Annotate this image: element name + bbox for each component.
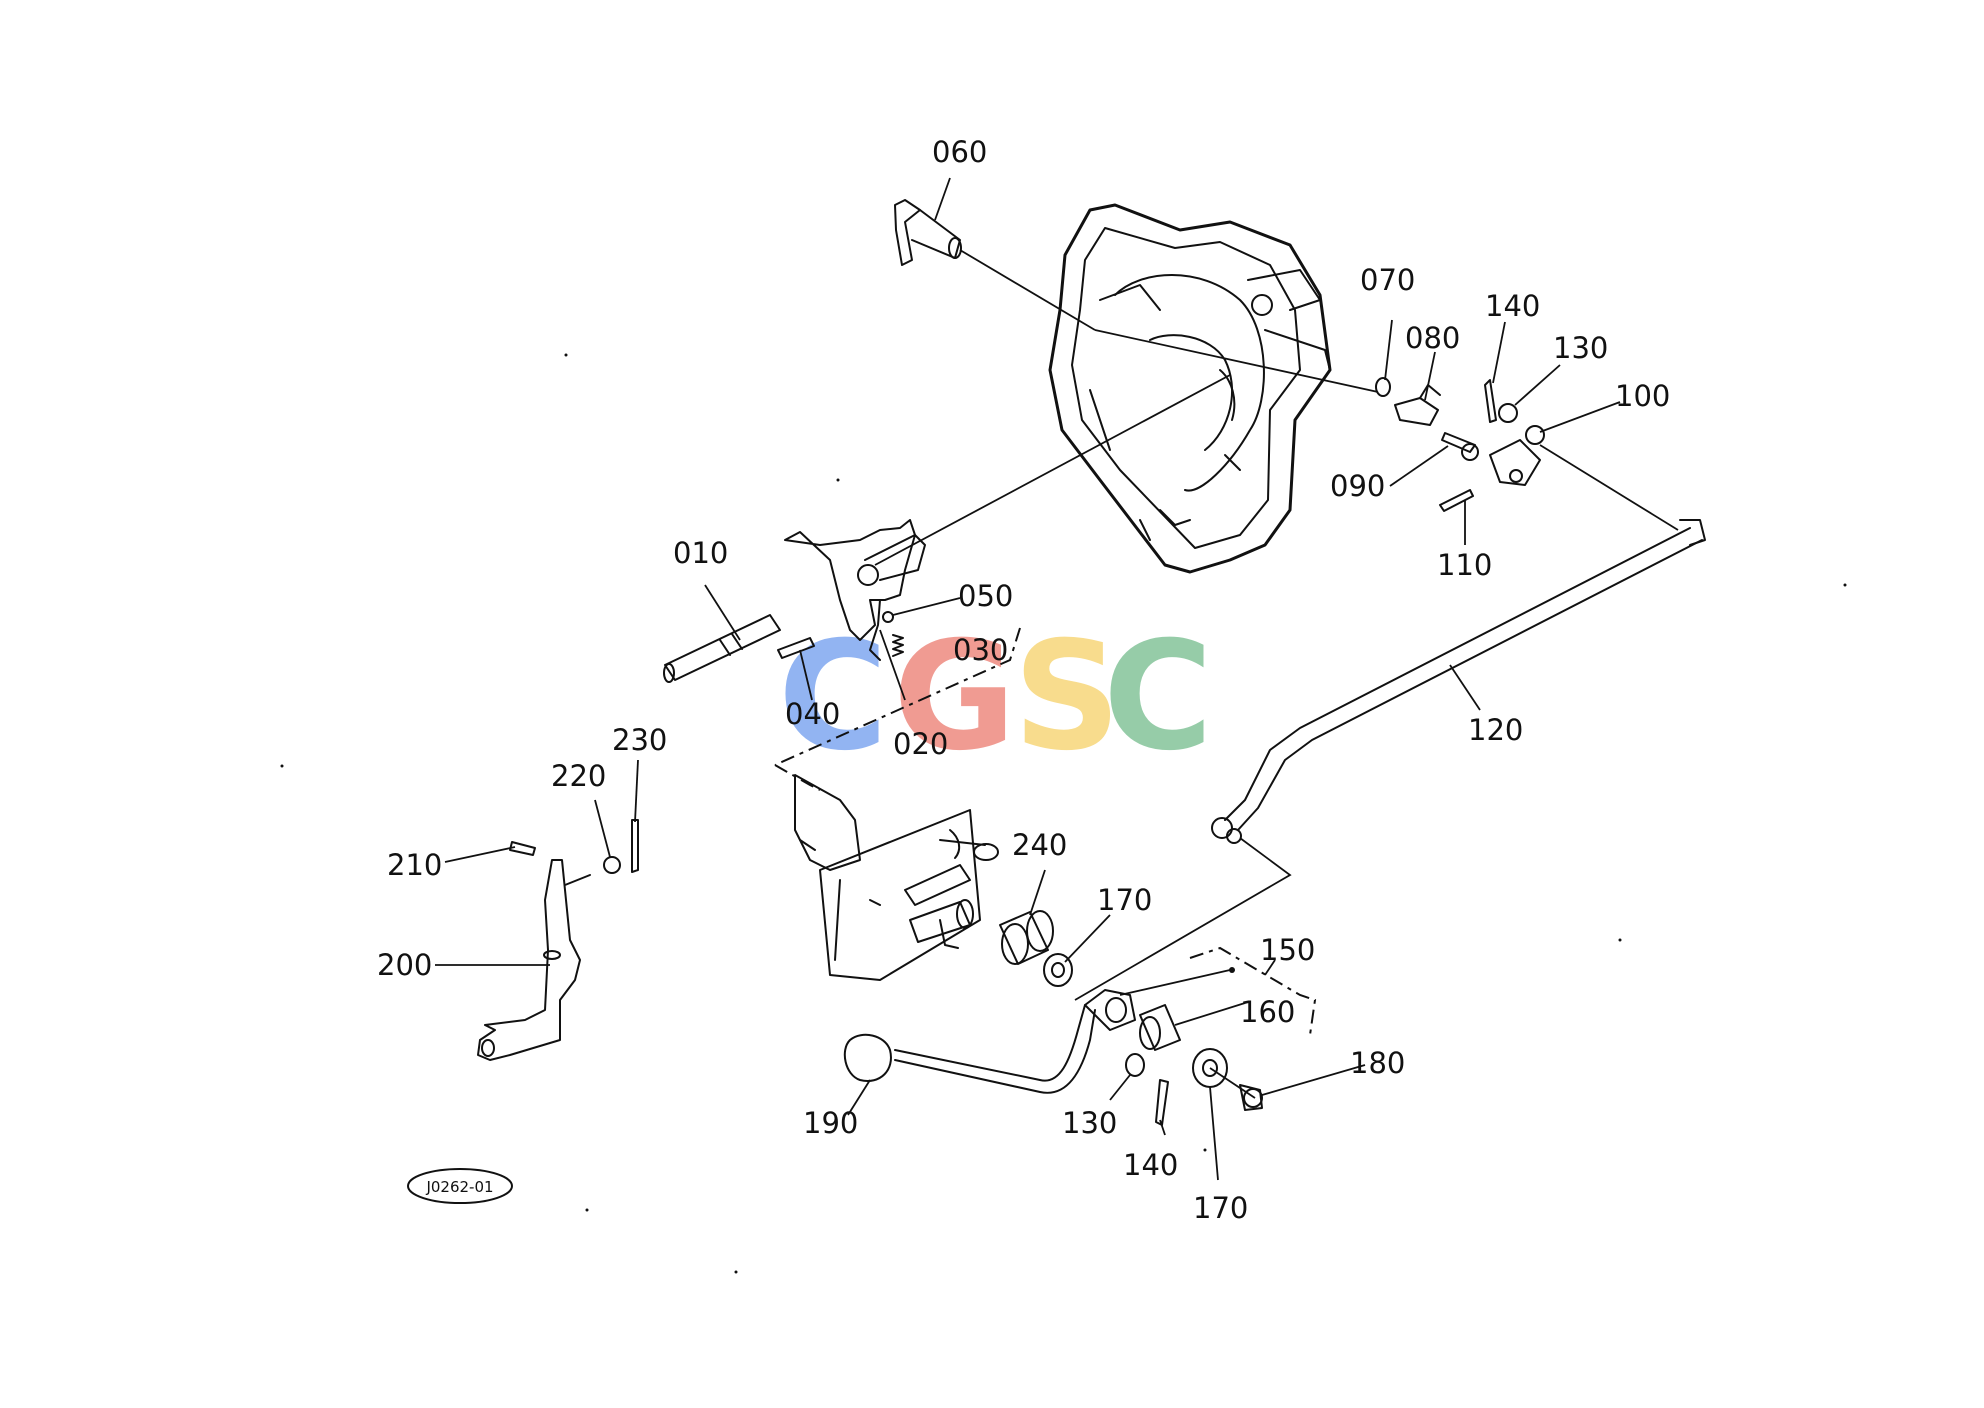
- bracket-plate: [794, 774, 999, 981]
- callout-090: 090: [1330, 469, 1385, 503]
- part-230-pin: [631, 819, 639, 873]
- part-100-joint: [1489, 439, 1541, 486]
- watermark-letter-2: G: [893, 610, 1016, 784]
- callout-080: 080: [1405, 321, 1460, 355]
- part-210-spring: [509, 841, 536, 856]
- watermark-letter-1: C: [778, 610, 888, 784]
- part-080-fork: [1394, 397, 1439, 426]
- part-170-washer-a: [1043, 953, 1073, 987]
- figure-code-badge: J0262-01: [407, 1168, 513, 1204]
- part-140-pin-a: [1484, 379, 1497, 423]
- callout-230: 230: [612, 723, 667, 757]
- collar-and-washers: [999, 869, 1111, 987]
- part-020-shift-fork: [784, 519, 916, 641]
- part-010-rod: [664, 614, 781, 681]
- watermark: C G S C: [778, 610, 1213, 784]
- callout-070: 070: [1360, 263, 1415, 297]
- pedal-assembly: [435, 759, 639, 1061]
- part-130-washer-a: [1498, 403, 1518, 423]
- watermark-letter-3: S: [1013, 610, 1121, 784]
- callout-240: 240: [1012, 828, 1067, 862]
- part-110-pin: [1439, 489, 1474, 512]
- callout-100: 100: [1615, 379, 1670, 413]
- callout-060: 060: [932, 135, 987, 169]
- part-190-lever: [843, 989, 1136, 1116]
- part-060-shaft: [894, 177, 1096, 331]
- callout-110: 110: [1437, 548, 1492, 582]
- scan-specks: [280, 353, 1847, 1274]
- pivot-small-parts: [1109, 1002, 1366, 1181]
- callout-150: 150: [1260, 933, 1315, 967]
- callout-130-lower: 130: [1062, 1106, 1117, 1140]
- part-070-oring: [1375, 377, 1391, 397]
- callout-140-lower: 140: [1123, 1148, 1178, 1182]
- callout-200: 200: [377, 948, 432, 982]
- figure-code-text: J0262-01: [425, 1178, 493, 1196]
- part-030-spring: [892, 634, 904, 657]
- callout-160: 160: [1240, 995, 1295, 1029]
- part-140-pin-b: [1155, 1079, 1169, 1126]
- callout-030: 030: [953, 633, 1008, 667]
- part-120-rod: [1074, 519, 1706, 1001]
- part-090-bolt: [1441, 432, 1476, 453]
- callout-010: 010: [673, 536, 728, 570]
- clutch-housing: [1048, 203, 1332, 574]
- part-150-group: [1119, 946, 1317, 1036]
- callout-020: 020: [893, 727, 948, 761]
- part-240-collar: [999, 911, 1049, 965]
- watermark-letter-4: C: [1103, 610, 1213, 784]
- callout-210: 210: [387, 848, 442, 882]
- callout-190: 190: [803, 1106, 858, 1140]
- part-050-ball: [882, 611, 894, 623]
- callout-220: 220: [551, 759, 606, 793]
- callout-labels: 060 070 080 140 130 100 090 110 010 050 …: [377, 135, 1670, 1225]
- callout-180: 180: [1350, 1046, 1405, 1080]
- callout-040: 040: [785, 697, 840, 731]
- part-220-washer: [603, 856, 621, 874]
- right-small-parts: [1094, 319, 1679, 545]
- lever-knob: [843, 1033, 892, 1082]
- part-130-washer-b: [1125, 1053, 1145, 1077]
- callout-170: 170: [1097, 883, 1152, 917]
- callout-050: 050: [958, 579, 1013, 613]
- shift-fork-assembly: [663, 374, 1231, 791]
- part-040-pin: [777, 637, 815, 659]
- part-200-pedal-arm: [477, 859, 581, 1061]
- callout-130: 130: [1553, 331, 1608, 365]
- part-160-bushing: [1139, 1004, 1181, 1051]
- callout-120: 120: [1468, 713, 1523, 747]
- callout-140: 140: [1485, 289, 1540, 323]
- callout-170-lower: 170: [1193, 1191, 1248, 1225]
